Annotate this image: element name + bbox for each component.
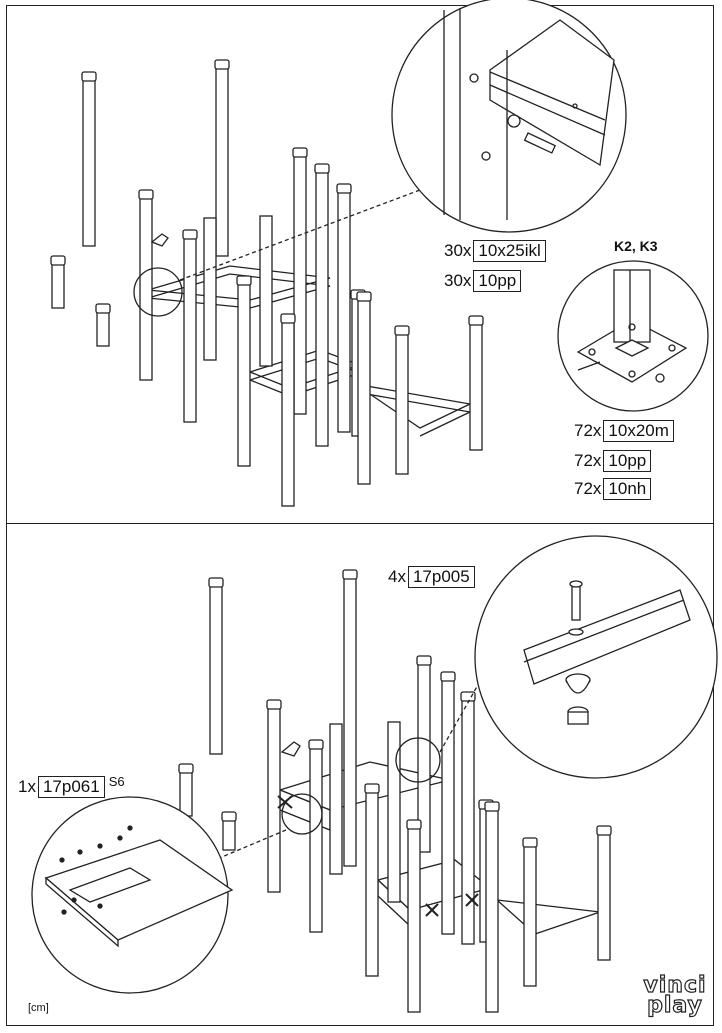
callout-qty: 1x	[18, 777, 36, 796]
step1-detail-bolt	[391, 0, 627, 233]
callout-part-code: 17p061	[37, 776, 105, 798]
callout-part-code: 10nh	[603, 478, 652, 500]
step1-callout-screw: 72x 10x20m	[574, 420, 674, 442]
unit-label: [cm]	[28, 1002, 49, 1014]
callout-part-code: 10x25ikl	[473, 240, 546, 262]
instruction-frame	[6, 5, 714, 1026]
callout-qty: 72x	[574, 421, 602, 440]
callout-ref: S6	[108, 773, 125, 789]
step2-detail-floor-panel	[31, 796, 234, 994]
brand-logo: vinci play	[638, 973, 712, 1018]
step1-callout-washer: 72x 10pp	[574, 450, 652, 472]
step1-callout-bolt: 30x 10x25ikl	[444, 240, 546, 262]
step1-callout-nut: 72x 10nh	[574, 478, 652, 500]
callout-qty: 4x	[388, 567, 406, 586]
callout-part-code: 10pp	[603, 450, 652, 472]
brand-line1: vinci	[643, 973, 707, 998]
step2-callout-cap: 4x 17p005	[388, 566, 475, 588]
step-divider	[6, 523, 714, 524]
step1-detail-foot-plate	[557, 260, 709, 412]
brand-line2: play	[646, 993, 703, 1018]
callout-qty: 30x	[444, 241, 472, 260]
step1-frame-structure	[50, 59, 484, 507]
callout-part-code: 10x20m	[603, 420, 674, 442]
callout-part-code: 10pp	[473, 270, 522, 292]
detail-label: K2, K3	[614, 238, 658, 254]
step1-callout-cap: 30x 10pp	[444, 270, 522, 292]
step2-platform-structure	[178, 569, 612, 1013]
step2-detail-bolt-cap	[474, 535, 718, 779]
callout-qty: 30x	[444, 271, 472, 290]
step2-callout-panel: 1x 17p061 S6	[18, 773, 125, 798]
callout-qty: 72x	[574, 451, 602, 470]
callout-qty: 72x	[574, 479, 602, 498]
callout-part-code: 17p005	[407, 566, 475, 588]
